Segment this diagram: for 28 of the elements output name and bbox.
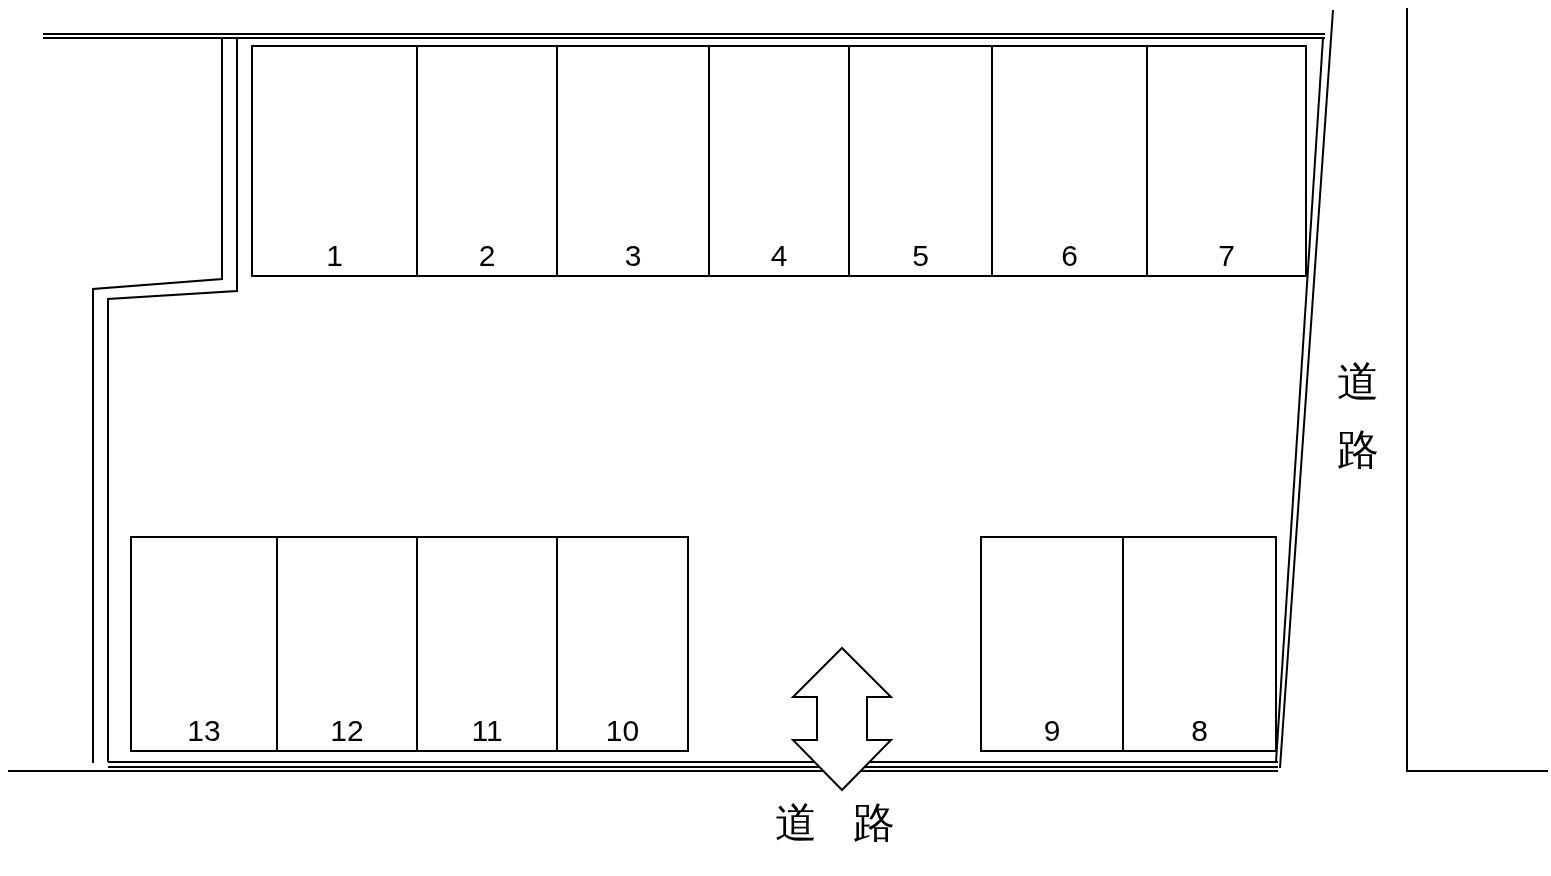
parking-space (416, 536, 558, 752)
space-number: 9 (1043, 714, 1061, 748)
parking-space (980, 536, 1124, 752)
parking-space (1122, 536, 1277, 752)
space-number: 6 (1061, 239, 1078, 273)
space-number: 8 (1191, 714, 1208, 748)
space-number: 10 (605, 714, 640, 748)
parking-space (130, 536, 278, 752)
space-number: 4 (770, 239, 788, 273)
space-number: 1 (326, 239, 343, 273)
road-label: 道路 (1336, 328, 1380, 464)
parking-space (276, 536, 418, 752)
parking-space (848, 45, 993, 277)
parking-space (251, 45, 418, 277)
parking-space (416, 45, 558, 277)
parking-space (708, 45, 850, 277)
space-number: 11 (471, 714, 503, 748)
parking-space (556, 45, 710, 277)
space-number: 2 (478, 239, 496, 273)
road-label: 道路 (775, 800, 931, 846)
parking-space (556, 536, 689, 752)
space-number: 5 (912, 239, 929, 273)
parking-space (991, 45, 1148, 277)
space-number: 7 (1218, 239, 1235, 273)
space-number: 3 (624, 239, 642, 273)
space-number: 12 (330, 714, 364, 748)
space-number: 13 (187, 714, 221, 748)
parking-space (1146, 45, 1307, 277)
